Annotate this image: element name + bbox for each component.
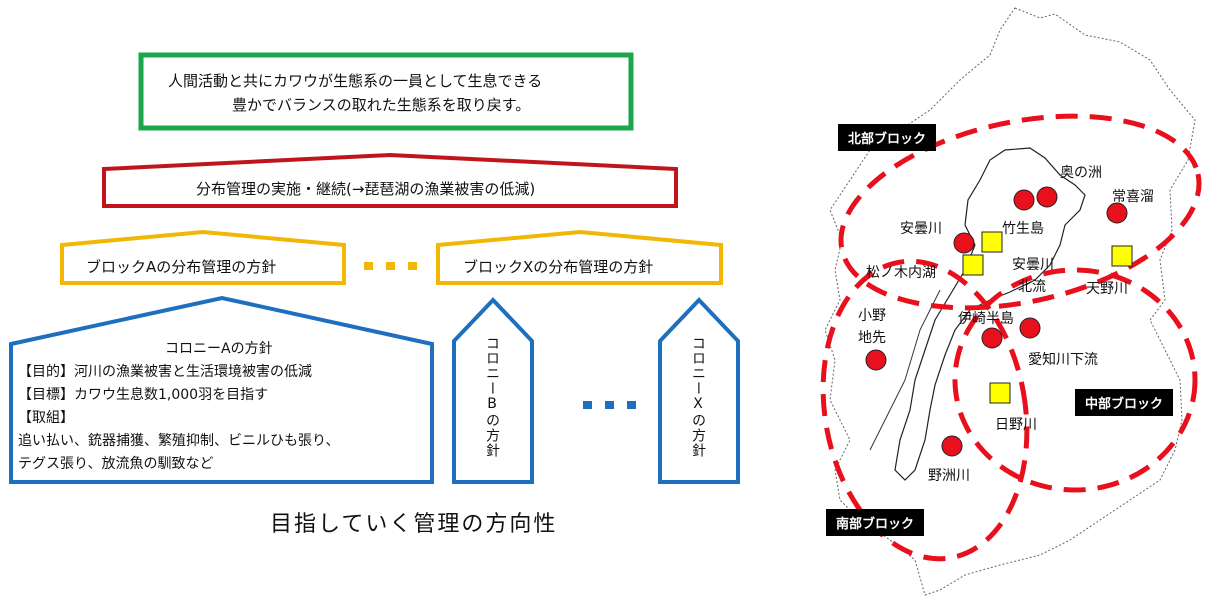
- colony-a-target: 【目標】カワウ生息数1,000羽を目指す: [18, 387, 269, 403]
- colony-a-purpose: 【目的】河川の漁業被害と生活環境被害の低減: [18, 364, 312, 380]
- ellipsis-dot: [364, 262, 373, 270]
- hierarchy-diagram: [9, 52, 740, 484]
- colony-a-actions-line2: テグス張り、放流魚の馴致など: [18, 456, 214, 472]
- colony-marker: [981, 327, 1003, 349]
- colony-ellipsis-dot: [605, 401, 614, 409]
- colony-square-marker: [962, 254, 984, 276]
- block-x-shape: [436, 229, 723, 285]
- place-amanogawa: 天野川: [1086, 281, 1128, 297]
- colony-a-title: コロニーAの方針: [165, 341, 273, 357]
- north-block-badge: 北部ブロック: [838, 124, 937, 151]
- place-isakihanto: 伊崎半島: [958, 311, 1014, 327]
- caption: 目指していく管理の方向性: [270, 512, 558, 537]
- south-block-badge: 南部ブロック: [826, 509, 925, 536]
- colony-marker: [953, 232, 975, 254]
- colony-square-marker: [989, 382, 1011, 404]
- distribution-label: 分布管理の実施・継続(→琵琶湖の漁業被害の低減): [196, 180, 536, 198]
- place-okunosu: 奥の洲: [1060, 165, 1102, 181]
- place-hinogawa: 日野川: [995, 417, 1037, 433]
- colony-square-marker: [981, 231, 1003, 253]
- ellipsis-dot: [386, 262, 395, 270]
- distribution-shape: [102, 152, 678, 208]
- colony-b-label: コロニーBの方針: [484, 336, 500, 458]
- south-block-boundary: [820, 258, 1030, 562]
- place-chikubushima: 竹生島: [1002, 221, 1044, 237]
- place-adogawa-kitaryu: 安曇川: [1012, 257, 1054, 273]
- place-echigawa: 愛知川下流: [1028, 352, 1098, 368]
- colony-marker: [1013, 189, 1035, 211]
- colony-x-label: コロニーXの方針: [690, 336, 706, 458]
- colony-ellipsis-dot: [583, 401, 592, 409]
- colony-square-marker: [1111, 245, 1133, 267]
- goal-box: [138, 52, 634, 131]
- goal-line-2: 豊かでバランスの取れた生態系を取り戻す。: [232, 96, 531, 114]
- colony-ellipsis-dot: [627, 401, 636, 409]
- block-a-label: ブロックAの分布管理の方針: [86, 258, 277, 276]
- place-kitaryu: 北流: [1018, 279, 1046, 295]
- central-block-badge: 中部ブロック: [1075, 389, 1174, 416]
- colony-x-shape: [658, 297, 740, 484]
- colony-marker: [1019, 317, 1041, 339]
- place-ono: 小野: [858, 308, 886, 324]
- block-x-label: ブロックXの分布管理の方針: [463, 258, 654, 276]
- prefecture-outline: [824, 7, 1196, 596]
- colony-b-shape: [452, 297, 534, 484]
- colony-marker: [941, 435, 963, 457]
- place-adogawa: 安曇川: [900, 221, 942, 237]
- colony-marker: [1106, 202, 1128, 224]
- river-line: [869, 289, 941, 451]
- colony-a-actions-line1: 追い払い、銃器捕獲、繁殖抑制、ビニルひも張り、: [18, 433, 340, 449]
- place-matsunokinaiko: 松ノ木内湖: [866, 265, 936, 281]
- colony-marker: [865, 349, 887, 371]
- place-yasugawa: 野洲川: [928, 468, 970, 484]
- block-a-shape: [60, 229, 346, 285]
- goal-line-1: 人間活動と共にカワウが生態系の一員として生息できる: [168, 72, 543, 90]
- place-chisaki: 地先: [858, 330, 886, 346]
- colony-a-shape: [9, 295, 434, 484]
- place-jokitame: 常喜溜: [1112, 189, 1154, 205]
- central-block-boundary: [952, 267, 1198, 493]
- ellipsis-dot: [408, 262, 417, 270]
- colony-marker: [1036, 186, 1058, 208]
- colony-a-actions-head: 【取組】: [18, 410, 74, 426]
